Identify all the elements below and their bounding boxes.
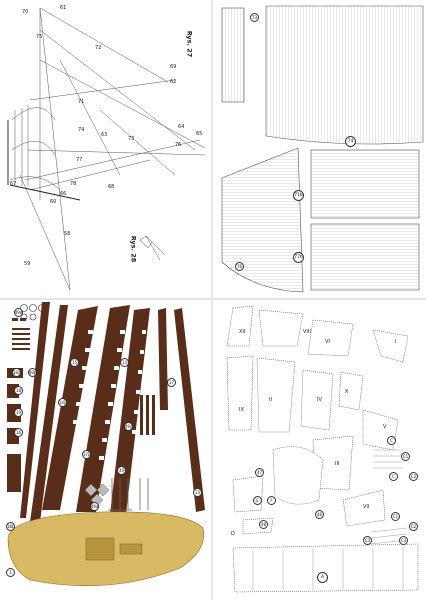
sail-label-x: X [345, 389, 349, 395]
part-label-18c: 18c [12, 368, 21, 377]
part-label-f: F [267, 496, 276, 505]
rigging-label: 60 [50, 199, 57, 205]
rigging-label: 67 [10, 181, 17, 187]
rigging-label: 70 [22, 9, 29, 15]
part-label-16: 16 [14, 428, 23, 437]
part-label-48: 48 [259, 520, 268, 529]
part-label-49c: 49c [124, 422, 133, 431]
part-label-74: 74 [345, 136, 356, 147]
sail-label-iii: III [335, 461, 340, 467]
part-label-18: 18 [14, 386, 23, 395]
part-label-49a: 49a [90, 502, 99, 511]
rigging-diagram-panel: Rys. 27 Rys. 28 70 61 72 75 69 62 71 74 … [0, 0, 211, 298]
rigging-label: 62 [170, 79, 177, 85]
rigging-label: 77 [76, 157, 83, 163]
part-label-46: 46 [315, 510, 324, 519]
part-label-c1: C1 [401, 452, 410, 461]
rigging-label: 65 [196, 131, 203, 137]
sail-label-ii: II [269, 397, 272, 403]
rigging-label: 75 [36, 34, 43, 40]
vertical-divider [211, 0, 213, 600]
rigging-label: 72 [95, 45, 102, 51]
rigging-diagram [7, 7, 206, 291]
sail-label-ix: IX [239, 407, 244, 413]
part-label-c2: C2 [409, 472, 418, 481]
part-label-49: 49 [117, 466, 126, 475]
part-label-d: D [231, 531, 235, 537]
sail-label-viii: VIII [303, 329, 311, 335]
horizontal-divider [0, 298, 426, 300]
rigging-label: 74 [78, 127, 85, 133]
part-label-14: 14 [120, 358, 129, 367]
part-label-1: 1 [6, 568, 15, 577]
sail-label-vi: VI [325, 339, 330, 345]
rigging-label: 71 [78, 99, 85, 105]
figure-label-rys-28: Rys. 28 [129, 235, 138, 263]
part-label-c3: C3 [363, 536, 372, 545]
sails-drawing [226, 305, 419, 593]
part-label-18l: 18L [6, 522, 15, 531]
rigging-label: 78 [70, 181, 77, 187]
part-label-a: A [317, 572, 328, 583]
rigging-label: 68 [108, 184, 115, 190]
sail-label-i: I [395, 339, 397, 345]
rigging-label: 66 [60, 191, 67, 197]
sail-label-vii: VII [363, 504, 370, 510]
part-label-c3: C3 [399, 536, 408, 545]
sail-label-v: V [383, 424, 387, 430]
rigging-label: 73 [128, 136, 135, 142]
part-label-17l: 17L [82, 450, 91, 459]
rigging-label: 76 [175, 142, 182, 148]
rigging-label: 59 [24, 261, 31, 267]
rigging-label: 63 [101, 132, 108, 138]
part-label-71b: 71b [293, 190, 304, 201]
rigging-label: 58 [64, 231, 71, 237]
part-label-73: 73 [250, 13, 259, 22]
part-label-13: 13 [193, 488, 202, 497]
part-label-49b: 49b [28, 368, 37, 377]
part-label-19: 19 [14, 408, 23, 417]
part-label-17: 17 [167, 378, 176, 387]
part-label-e: E [253, 496, 262, 505]
hull-parts-drawing [7, 302, 205, 587]
deck-planks-panel: 73 74 71b 77b 76 [213, 0, 426, 298]
sails-panel: I VIII XII VI II IX IV X III V VII 47 E … [213, 300, 426, 600]
part-label-c2: C2 [409, 522, 418, 531]
deck-planks-drawing [221, 5, 424, 293]
part-label-c1: C1 [391, 512, 400, 521]
part-label-49d: 49d [14, 308, 23, 317]
rigging-label: 69 [170, 64, 177, 70]
part-label-c: C [389, 472, 398, 481]
figure-label-rys-27: Rys. 27 [185, 30, 194, 58]
part-label-47: 47 [255, 468, 264, 477]
hull-parts-panel: 49d 15 14 18c 49b 18 19 14L 16 17 49c 17… [0, 300, 211, 600]
part-label-14l: 14L [58, 398, 67, 407]
sail-label-xii: XII [239, 329, 246, 335]
rigging-label: 64 [178, 124, 185, 130]
part-label-c: C [387, 436, 396, 445]
sail-label-iv: IV [317, 397, 322, 403]
part-label-76: 76 [235, 262, 244, 271]
part-label-77b: 77b [293, 252, 304, 263]
part-label-15: 15 [70, 358, 79, 367]
rigging-label: 61 [60, 5, 67, 11]
